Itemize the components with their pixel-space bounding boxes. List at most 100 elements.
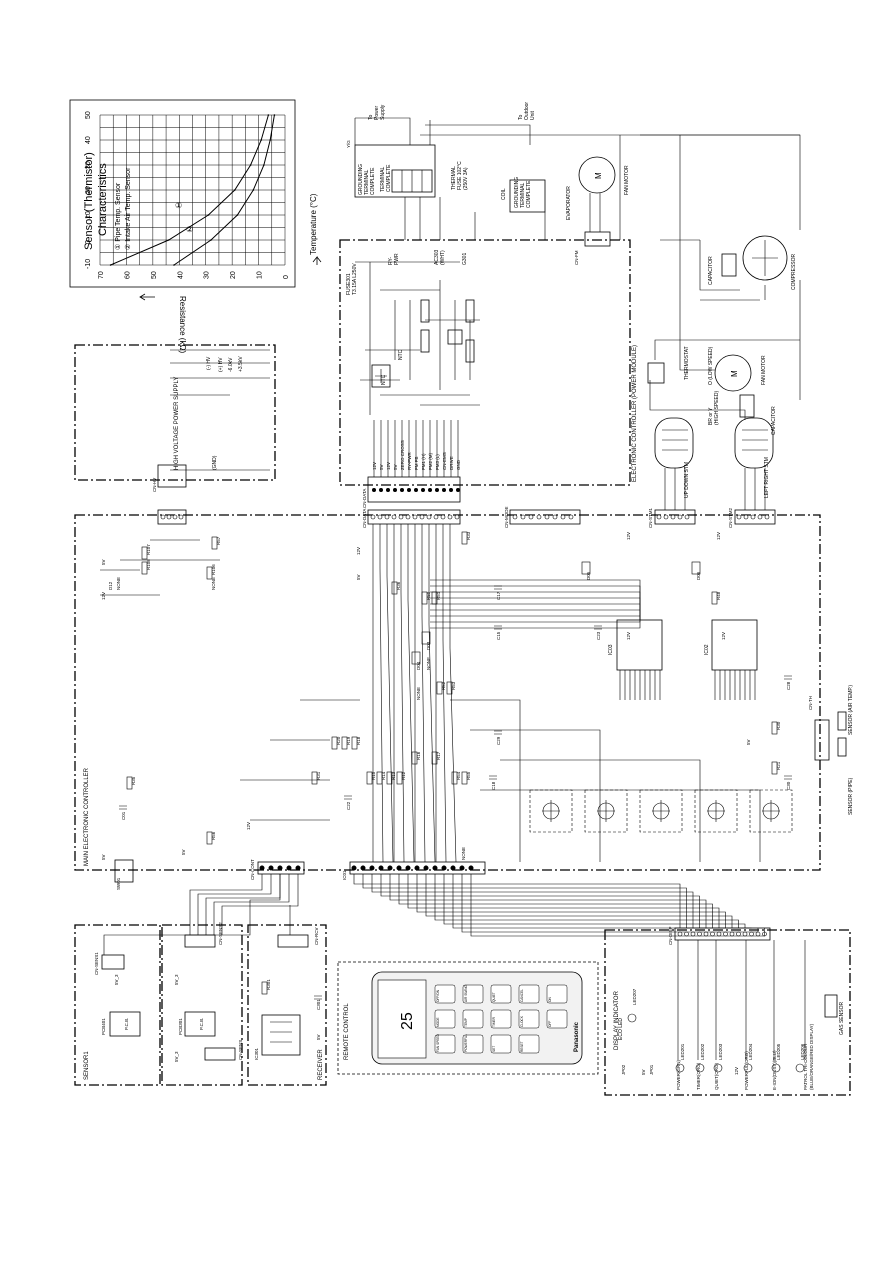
cn-th-label: CN-TH — [808, 696, 813, 710]
chart-legend-1: ① Pipe Temp. Sensor — [114, 182, 122, 250]
remote-button[interactable] — [518, 984, 540, 1004]
chart-series-2-point — [233, 189, 236, 191]
remote-button[interactable] — [490, 1009, 512, 1029]
to-power-supply: ToPowerSupply — [368, 104, 386, 120]
capacitor-label: C29 — [496, 736, 501, 745]
pcb-label-2: P.C.B. — [199, 1018, 204, 1030]
chart-y-tick: 0 — [283, 275, 290, 279]
remote-button[interactable] — [518, 1034, 540, 1054]
svg-text:M: M — [594, 172, 603, 179]
resistor-label: R53 — [451, 681, 456, 690]
resistor-label: R19 — [346, 736, 351, 745]
rypwr-label: RY-PWR — [388, 253, 400, 265]
indicator-led — [743, 1063, 753, 1073]
chart-y-tick: 70 — [98, 271, 105, 279]
to-outdoor-unit: ToOutdoorUnit — [518, 102, 536, 120]
indicator-led — [713, 1063, 723, 1073]
sensor-air-label: SENSOR (AIR TEMP.) — [848, 685, 854, 735]
chart-series-2-point — [109, 264, 112, 266]
indicator-led — [627, 1013, 637, 1023]
display-led-name: PATROL TRI-COLOUR(BLUE/ORANGE/RED DISPLA… — [803, 1023, 814, 1090]
remote-button[interactable] — [434, 984, 456, 1004]
resistor-label: R35 — [131, 776, 136, 785]
svg-text:M: M — [730, 370, 739, 377]
power-module-title: ELECTRONIC CONTROLLER (POWER MODULE) — [632, 345, 638, 482]
chart-curves — [109, 114, 276, 266]
v5-label: 5V — [101, 559, 106, 565]
thermostat-label: THERMOSTAT — [684, 346, 690, 380]
remote-button[interactable] — [462, 1034, 484, 1054]
remote-button[interactable] — [546, 1009, 568, 1029]
terminal-block: GROUNDINGTERMINALCOMPLETE TERMINALCOMPLE… — [346, 102, 800, 240]
v12-label: 12V — [356, 547, 361, 555]
none-label: NONE — [211, 577, 216, 590]
lower-left-boards: SENSOR1 P.C.B. PCB401 CN-SENS1 P.C.B. PC… — [74, 922, 599, 1086]
hv-pin-3: -6.0kV — [228, 357, 234, 372]
g301-label: G301 — [462, 253, 468, 265]
v12-label: 12V — [626, 532, 631, 540]
remote-button-label: FAN SPEED — [436, 1033, 440, 1052]
data-signal-label: FM2 (M) — [428, 453, 433, 470]
resistor-label: R55 — [466, 771, 471, 780]
updown-stm-label: UP DOWN STM — [684, 462, 690, 498]
resistor-label: R20 — [336, 736, 341, 745]
v5-3-label: 5V_3 — [174, 1051, 179, 1062]
capacitor-label: C301 — [316, 999, 321, 1010]
capacitor-label: C15 — [496, 631, 501, 640]
remote-button[interactable] — [462, 984, 484, 1004]
ntc-label-1: NTC — [381, 374, 387, 385]
sw01 — [114, 859, 134, 883]
ac303-label: AC303(WHT) — [434, 249, 446, 265]
v12-label: 12V — [101, 592, 106, 600]
v5-label: 5V — [641, 1069, 646, 1075]
indicator-led — [795, 1063, 805, 1073]
sensor-pipe-label: SENSOR (PIPE) — [848, 777, 854, 815]
hv-pin-4: +3.5kV — [238, 356, 244, 372]
diode-label: D04 — [416, 661, 421, 670]
resistor-label: R16 — [416, 751, 421, 760]
cn-data-top-label: CN-DATA — [362, 489, 367, 508]
capacitor-label: C18 — [491, 781, 496, 790]
chart-x-tick: 20 — [85, 186, 92, 194]
remote-button-label: SET — [492, 1046, 496, 1052]
power-module: ELECTRONIC CONTROLLER (POWER MODULE) CN-… — [339, 231, 638, 508]
remote-button[interactable] — [490, 1034, 512, 1054]
capacitor-label: C30 — [786, 781, 791, 790]
chart-y-tick: 50 — [151, 271, 158, 279]
resistor-label: R56 — [211, 831, 216, 840]
chart-x-tick: 40 — [85, 136, 92, 144]
resistor-label: R106 — [211, 564, 216, 575]
thermal-fuse: THERMALFUSE 102°C(250V 3A) — [451, 161, 469, 190]
capacitor-label: C22 — [346, 801, 351, 810]
grounding-terminal-2: GROUNDINGTERMINALCOMPLETE — [514, 177, 532, 208]
ic03 — [616, 619, 663, 671]
indicator-led — [771, 1063, 781, 1073]
chart-ylabel: Resistance (kΩ) — [178, 296, 187, 353]
remote-button[interactable] — [434, 1034, 456, 1054]
chart-series-1-point — [273, 114, 276, 116]
resistor-label: R108 — [146, 559, 151, 570]
remote-button[interactable] — [462, 1009, 484, 1029]
capacitor-label: C17 — [496, 591, 501, 600]
high-speed-label: BR or Y(HIGH SPEED) — [708, 390, 720, 425]
resistor-label: R17 — [436, 751, 441, 760]
main-controller: MAIN ELECTRONIC CONTROLLER CN-DATA CN-MO… — [74, 417, 854, 1075]
chart-x-tick: 50 — [85, 111, 92, 119]
remote-button[interactable] — [546, 984, 568, 1004]
cn-th-connector — [814, 719, 830, 761]
data-signal-label: FM3 (L) — [435, 454, 440, 470]
capacitor-2-label: CAPACITOR — [771, 406, 777, 435]
remote-button[interactable] — [434, 1009, 456, 1029]
cn-mode-label: CN-MODE — [504, 507, 509, 529]
remote-button[interactable] — [518, 1009, 540, 1029]
chart-series-1-point — [263, 164, 265, 166]
diode-label: D06 — [696, 571, 701, 580]
sensor1-title: SENSOR1 — [84, 1051, 90, 1080]
chart-y-tick: 30 — [204, 271, 211, 279]
remote-button[interactable] — [490, 984, 512, 1004]
led-label: LED206 — [800, 1043, 805, 1060]
outdoor-fan-motor — [714, 354, 752, 392]
resistor-label: R30 — [776, 721, 781, 730]
v12-label: 12V — [626, 632, 631, 640]
